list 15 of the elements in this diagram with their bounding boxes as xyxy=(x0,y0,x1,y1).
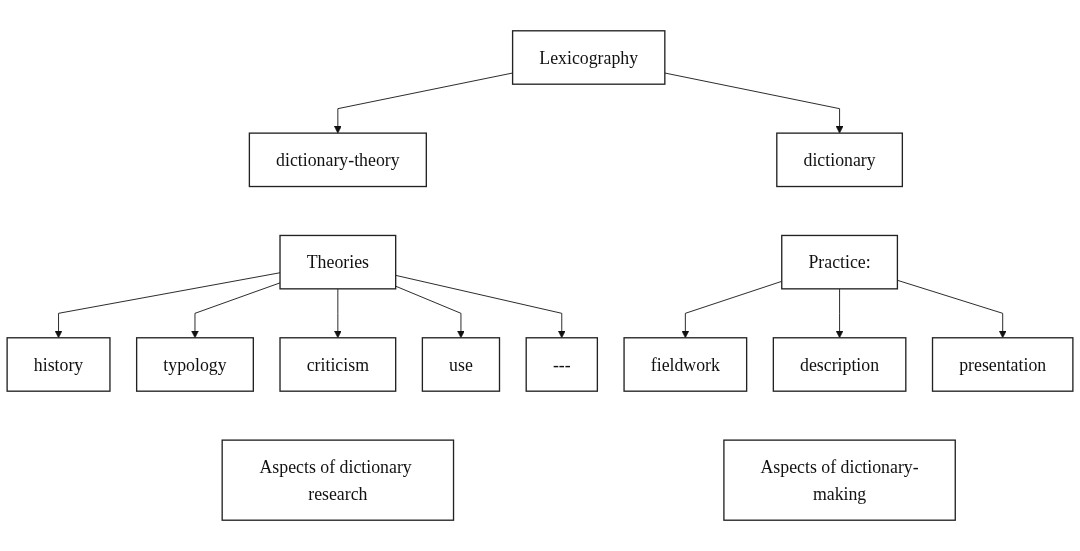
node-box: use xyxy=(421,337,501,392)
node-box: typology xyxy=(135,337,254,392)
node-box: dictionary xyxy=(776,132,903,188)
node-box: Practice: xyxy=(781,234,899,290)
node-box: Theories xyxy=(279,234,397,290)
node-box: --- xyxy=(525,337,599,392)
node-box: description xyxy=(772,337,907,392)
node-box: criticism xyxy=(279,337,397,392)
node-box: Aspects of dictionary-making xyxy=(723,439,956,521)
node-box: history xyxy=(6,337,111,392)
node-box: Lexicography xyxy=(511,30,666,85)
node-box: dictionary-theory xyxy=(248,132,427,188)
node-box: presentation xyxy=(931,337,1074,392)
node-box: Aspects of dictionary research xyxy=(221,439,455,521)
node-box: fieldwork xyxy=(623,337,748,392)
